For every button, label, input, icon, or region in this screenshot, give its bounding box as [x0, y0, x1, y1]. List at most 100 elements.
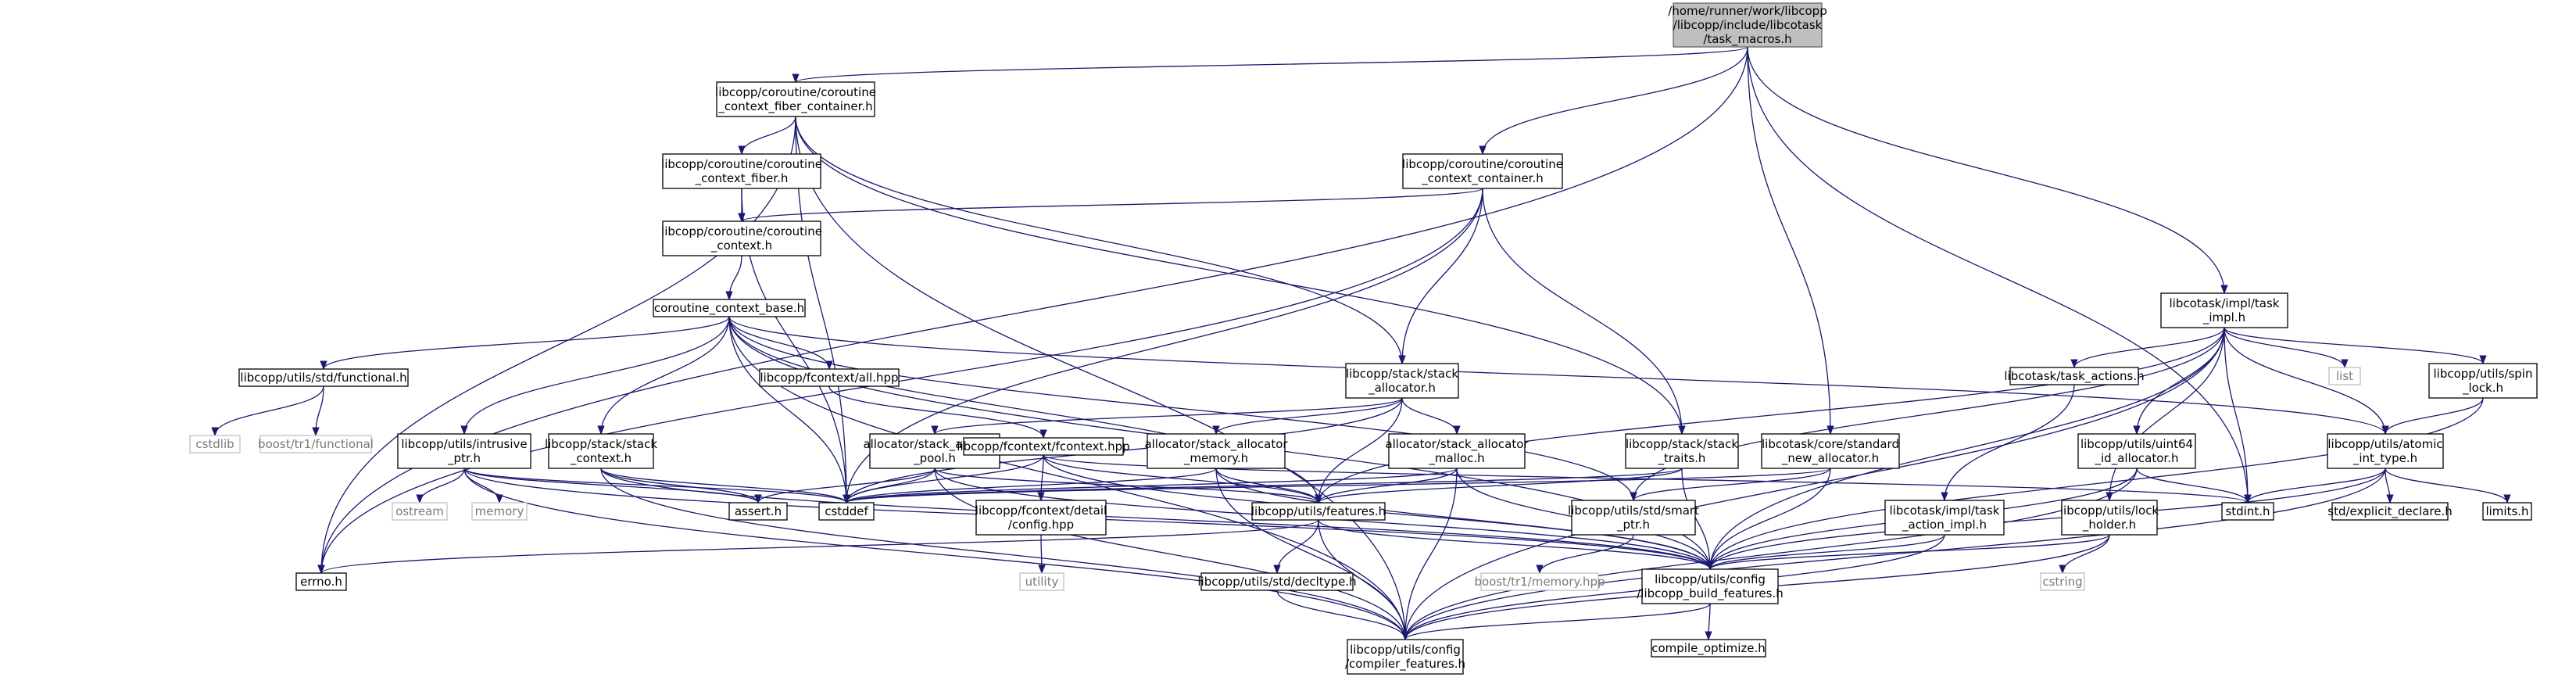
node-func[interactable]: libcopp/utils/std/functional.h: [238, 368, 409, 387]
node-lbf[interactable]: libcopp/utils/config/libcopp_build_featu…: [1637, 568, 1784, 604]
node-box: [1651, 639, 1766, 658]
edge-asm-to-cstddef: [843, 468, 1217, 504]
node-label-line: _new_allocator.h: [1781, 451, 1879, 466]
node-cc[interactable]: libcopp/coroutine/coroutine_context.h: [661, 220, 822, 256]
node-task_macros[interactable]: /home/runner/work/libcopp/libcopp/includ…: [1668, 2, 1827, 48]
edge-lbf-to-cfeat: [1401, 603, 1711, 641]
node-intr[interactable]: libcopp/utils/intrusive_ptr.h: [397, 433, 531, 469]
node-label-line: /home/runner/work/libcopp: [1668, 4, 1826, 18]
node-cfc[interactable]: libcopp/coroutine/coroutine_context_fibe…: [715, 81, 876, 117]
node-limits[interactable]: limits.h: [2482, 502, 2532, 521]
node-sst[interactable]: libcopp/stack/stack_traits.h: [1625, 433, 1739, 469]
edge-task_macros-to-csna: [1747, 46, 1834, 435]
node-label-line: cstddef: [825, 504, 868, 518]
node-fcx[interactable]: libcopp/fcontext/fcontext.hpp: [957, 437, 1130, 456]
node-list: list: [2328, 367, 2361, 385]
node-lockh[interactable]: libcopp/utils/lock_holder.h: [2060, 500, 2159, 536]
node-label-line: libcopp/fcontext/all.hpp: [760, 371, 898, 385]
node-label-line: libcopp/fcontext/fcontext.hpp: [957, 439, 1129, 453]
node-label-line: memory: [475, 504, 524, 518]
edge-ssa-to-asmal: [1401, 397, 1461, 435]
node-label-line: utility: [1025, 575, 1059, 589]
node-label-line: coroutine_context_base.h: [654, 301, 804, 316]
node-cstdlib: cstdlib: [189, 435, 241, 453]
node-decl[interactable]: libcopp/utils/std/decltype.h: [1197, 572, 1357, 591]
edge-task_macros-to-tii: [1747, 46, 2228, 295]
node-ssc[interactable]: libcopp/stack/stack_context.h: [545, 433, 657, 469]
edge-tact-to-taimpl: [1941, 384, 2075, 502]
node-box: [471, 502, 528, 521]
node-smart[interactable]: libcopp/utils/std/smart_ptr.h: [1568, 500, 1699, 536]
node-label-line: libcopp/stack/stack: [545, 437, 657, 451]
node-label-line: libcotask/core/standard: [1762, 437, 1899, 451]
node-label-line: libcopp/stack/stack: [1626, 437, 1738, 451]
node-feat[interactable]: libcopp/utils/features.h: [1251, 502, 1386, 521]
node-taimpl[interactable]: libcotask/impl/task_action_impl.h: [1884, 500, 2005, 536]
edge-cfc-to-errno: [317, 116, 796, 575]
node-tii[interactable]: libcotask/impl/task_impl.h: [2160, 292, 2288, 328]
edge-ssc-to-cstddef: [600, 468, 850, 504]
edge-lbf-to-copt: [1705, 603, 1712, 641]
edge-feat-to-lbf: [1318, 519, 1714, 571]
node-label-line: _impl.h: [2202, 310, 2245, 325]
node-atomic[interactable]: libcopp/utils/atomic_int_type.h: [2327, 433, 2444, 469]
node-box: [1345, 363, 1459, 399]
node-cstddef[interactable]: cstddef: [818, 502, 875, 521]
edge-asmal-to-cfeat: [1401, 468, 1458, 641]
node-box: [1200, 572, 1354, 591]
node-tact[interactable]: libcotask/task_actions.h: [2004, 367, 2145, 385]
node-allhpp[interactable]: libcopp/fcontext/all.hpp: [759, 368, 900, 387]
node-fcdc[interactable]: libcopp/fcontext/detail/config.hpp: [975, 500, 1107, 536]
edge-ccc-to-ssa: [1398, 188, 1483, 365]
node-box: [1388, 433, 1526, 469]
node-asm[interactable]: allocator/stack_allocator_memory.h: [1144, 433, 1288, 469]
node-box: [818, 502, 875, 521]
node-label-line: _malloc.h: [1428, 451, 1484, 466]
node-box: [2331, 502, 2449, 521]
node-asmal[interactable]: allocator/stack_allocator_malloc.h: [1385, 433, 1529, 469]
node-label-line: boost/tr1/functional: [258, 437, 374, 451]
node-label-line: list: [2336, 369, 2353, 383]
node-box: [2428, 363, 2538, 399]
node-box: [1625, 433, 1739, 469]
node-label-line: _int_type.h: [2352, 451, 2417, 466]
node-box: [653, 299, 806, 317]
edge-allhpp-to-fcx: [828, 385, 1047, 439]
edge-fcx-to-feat: [1043, 454, 1322, 504]
node-label-line: libcopp/stack/stack: [1346, 367, 1458, 381]
edge-tii-to-lockh: [2106, 327, 2225, 502]
node-u64[interactable]: libcopp/utils/uint64_id_allocator.h: [2077, 433, 2196, 469]
node-ccc[interactable]: libcopp/coroutine/coroutine_context_cont…: [1402, 153, 1563, 189]
edge-ssa-to-asm: [1212, 397, 1403, 435]
node-ssa[interactable]: libcopp/stack/stack_allocator.h: [1345, 363, 1459, 399]
node-box: [1347, 639, 1464, 675]
node-ccb[interactable]: coroutine_context_base.h: [653, 299, 806, 317]
node-cf[interactable]: libcopp/coroutine/coroutine_context_fibe…: [661, 153, 822, 189]
node-expl[interactable]: std/explicit_declare.h: [2327, 502, 2453, 521]
node-errno[interactable]: errno.h: [295, 572, 347, 591]
node-csna[interactable]: libcotask/core/standard_new_allocator.h: [1761, 433, 1900, 469]
node-box: [963, 437, 1124, 456]
node-cfeat[interactable]: libcopp/utils/config/compiler_features.h: [1345, 639, 1465, 675]
node-box: [259, 435, 372, 453]
node-box: [1480, 572, 1599, 591]
node-label-line: libcopp/utils/config: [1350, 643, 1461, 657]
edge-tii-to-spin: [2224, 327, 2487, 365]
edges-layer: [211, 46, 2511, 641]
edge-task_macros-to-cfc: [792, 46, 1748, 84]
node-box: [1761, 433, 1900, 469]
edge-u64-to-cfeat: [1401, 468, 2138, 641]
edge-func-to-cstdlib: [211, 385, 324, 437]
node-box: [238, 368, 409, 387]
edge-ssc-to-cfeat: [600, 468, 1409, 641]
node-box: [397, 433, 531, 469]
node-label-line: libcotask/impl/task: [1889, 504, 1999, 518]
node-assert[interactable]: assert.h: [728, 502, 788, 521]
node-spin[interactable]: libcopp/utils/spin_lock.h: [2428, 363, 2538, 399]
node-copt[interactable]: compile_optimize.h: [1651, 639, 1766, 658]
edge-asp-to-assert: [754, 468, 936, 504]
node-label-line: /task_macros.h: [1703, 32, 1791, 47]
node-label-line: /libcopp/include/libcotask: [1673, 18, 1823, 32]
edge-cfc-to-ssa: [795, 116, 1406, 365]
node-stdint[interactable]: stdint.h: [2221, 502, 2274, 521]
